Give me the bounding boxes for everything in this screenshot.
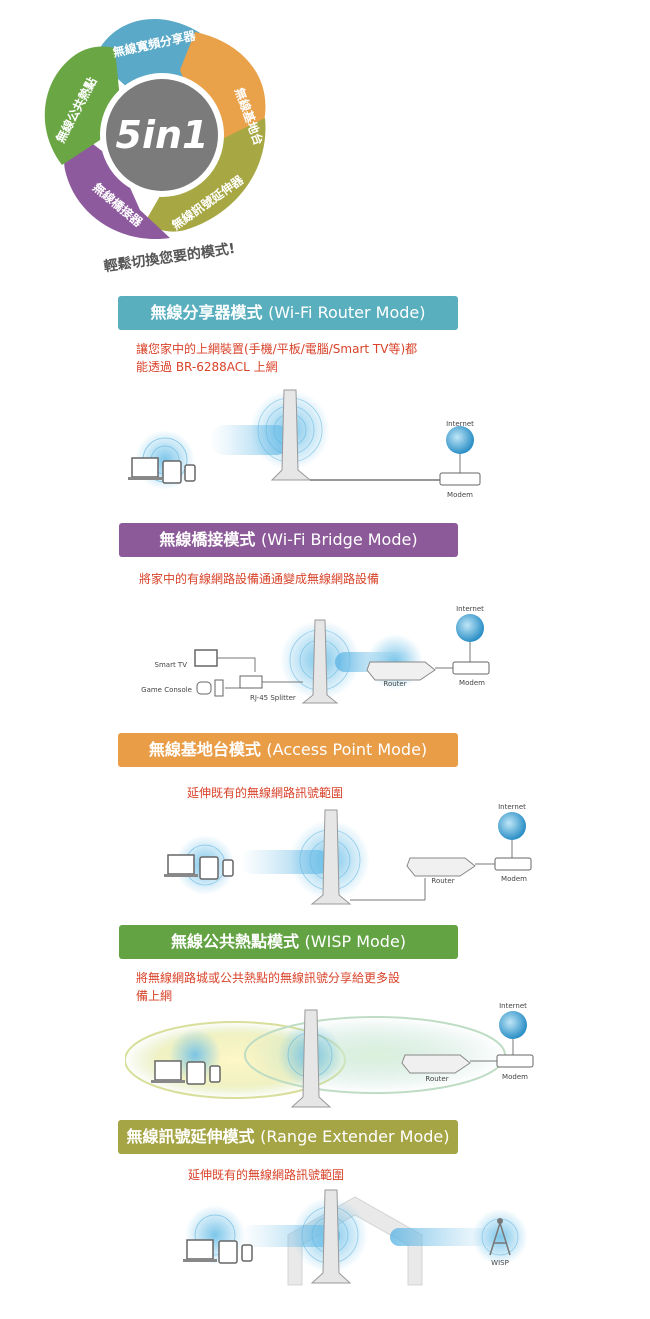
label-router: Router <box>431 877 454 885</box>
mode-desc-extender: 延伸既有的無線網路訊號範圍 <box>188 1166 488 1184</box>
petal-orange <box>180 32 266 160</box>
label-internet: Internet <box>456 605 484 613</box>
mode-title-zh: 無線橋接模式 <box>159 530 256 549</box>
mode-title-zh: 無線分享器模式 <box>150 303 263 322</box>
label-modem: Modem <box>501 875 527 883</box>
modem-device <box>439 472 481 486</box>
label-router: Router <box>383 680 406 688</box>
modem-device <box>452 661 490 675</box>
hero-5in1: 5in1 無線寬頻分享器 無線基地台 無線訊號延伸器 無線橋接器 無線公共熱點 … <box>20 0 290 290</box>
label-internet: Internet <box>499 1002 527 1010</box>
tv-icon <box>194 649 218 667</box>
console-icon <box>196 681 212 695</box>
label-router: Router <box>425 1075 448 1083</box>
diagram-router: Internet Modem <box>120 385 520 505</box>
modem-device <box>494 857 532 871</box>
label-wisp: WISP <box>491 1259 509 1267</box>
mode-title-zh: 無線基地台模式 <box>148 740 261 759</box>
mode-banner-bridge: 無線橋接模式 (Wi-Fi Bridge Mode) <box>119 523 458 557</box>
client-devices <box>128 457 196 484</box>
desc-line: 能透過 BR-6288ACL 上網 <box>136 360 278 374</box>
mode-desc-bridge: 將家中的有線網路設備通通變成無線網路設備 <box>139 570 469 588</box>
ap-device <box>310 809 352 905</box>
router-device <box>366 661 436 681</box>
center-label: 5in1 <box>116 113 209 157</box>
desc-line: 讓您家中的上網裝置(手機/平板/電腦/Smart TV等)都 <box>136 342 418 356</box>
mode-banner-router: 無線分享器模式 (Wi-Fi Router Mode) <box>118 296 458 330</box>
desc-line: 延伸既有的無線網路訊號範圍 <box>188 1168 345 1182</box>
mode-title-en: (Access Point Mode) <box>266 740 428 759</box>
globe-icon <box>446 426 474 454</box>
label-smart-tv: Smart TV <box>155 661 188 669</box>
mode-title-zh: 無線訊號延伸模式 <box>126 1127 255 1146</box>
mode-title-en: (Wi-Fi Router Mode) <box>268 303 426 322</box>
label-internet: Internet <box>498 803 526 811</box>
mode-title-zh: 無線公共熱點模式 <box>170 932 299 951</box>
globe-icon <box>498 812 526 840</box>
splitter-icon <box>239 675 263 689</box>
globe-icon <box>456 614 484 642</box>
wisp-device <box>290 1009 332 1108</box>
hero-tagline: 輕鬆切換您要的模式! <box>103 240 236 275</box>
desc-line: 將無線網路城或公共熱點的無線訊號分享給更多設 <box>136 971 401 985</box>
client-devices <box>183 1239 253 1264</box>
mode-banner-ap: 無線基地台模式 (Access Point Mode) <box>118 733 458 767</box>
label-modem: Modem <box>502 1073 528 1081</box>
label-modem: Modem <box>459 679 485 687</box>
mode-banner-wisp: 無線公共熱點模式 (WISP Mode) <box>119 925 458 959</box>
globe-icon <box>499 1011 527 1039</box>
router-device <box>406 857 476 877</box>
diagram-bridge: Smart TV Game Console RJ-45 Splitter Rou… <box>135 600 515 710</box>
client-devices <box>164 854 234 880</box>
mode-banner-extender: 無線訊號延伸模式 (Range Extender Mode) <box>118 1120 458 1154</box>
mode-desc-router: 讓您家中的上網裝置(手機/平板/電腦/Smart TV等)都 能透過 BR-62… <box>136 340 466 376</box>
desc-line: 備上網 <box>136 989 173 1003</box>
router-device <box>401 1054 471 1074</box>
diagram-wisp: Router Internet Modem <box>124 995 545 1115</box>
client-devices <box>151 1060 221 1085</box>
label-game-console: Game Console <box>141 686 192 694</box>
label-splitter: RJ-45 Splitter <box>250 694 296 702</box>
mode-title-en: (Wi-Fi Bridge Mode) <box>261 530 418 549</box>
label-internet: Internet <box>446 420 474 428</box>
label-modem: Modem <box>447 491 473 499</box>
desc-line: 延伸既有的無線網路訊號範圍 <box>187 786 344 800</box>
diagram-ap: Router Internet Modem <box>150 800 540 910</box>
mode-title-en: (WISP Mode) <box>304 932 407 951</box>
desc-line: 將家中的有線網路設備通通變成無線網路設備 <box>139 572 380 586</box>
petal-purple <box>64 130 170 240</box>
mode-title-en: (Range Extender Mode) <box>260 1127 450 1146</box>
extender-device <box>310 1189 352 1284</box>
bridge-device <box>301 619 339 704</box>
modem-device <box>496 1054 534 1068</box>
center-disc <box>106 79 218 191</box>
wisp-tower-icon <box>489 1218 511 1256</box>
mode-desc-wisp: 將無線網路城或公共熱點的無線訊號分享給更多設 備上網 <box>136 969 466 1005</box>
mode-desc-ap: 延伸既有的無線網路訊號範圍 <box>187 784 487 802</box>
diagram-extender: WISP <box>170 1185 550 1295</box>
